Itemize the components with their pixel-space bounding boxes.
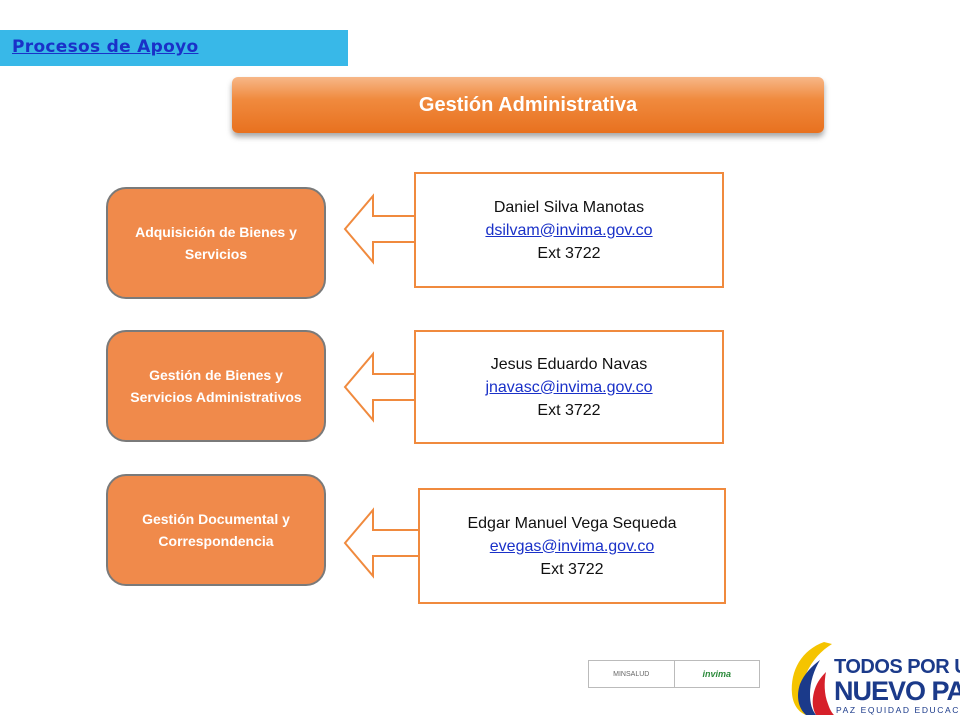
minsalud-logo-text: MINSALUD: [613, 670, 650, 678]
todos-por-un-nuevo-pais-logo: TODOS POR UN NUEVO PAÍS PAZ EQUIDAD EDUC…: [784, 638, 960, 716]
header-title: Gestión Administrativa: [418, 93, 638, 116]
process-box-documental: Gestión Documental y Correspondencia: [106, 474, 326, 586]
invima-logo: invima: [673, 661, 760, 687]
slogan-line3: PAZ EQUIDAD EDUCACIÓN: [836, 705, 960, 715]
contact-name: Edgar Manuel Vega Sequeda: [467, 514, 677, 532]
contact-email-link[interactable]: jnavasc@invima.gov.co: [485, 378, 653, 396]
contact-name: Daniel Silva Manotas: [493, 198, 645, 216]
contact-extension: Ext 3722: [537, 401, 601, 419]
invima-logo-text: invima: [702, 669, 731, 679]
slogan-line1: TODOS POR UN: [834, 656, 960, 678]
slogan-line2: NUEVO PAÍS: [834, 676, 960, 706]
process-label: Gestión de Bienes y Servicios Administra…: [130, 367, 302, 405]
colombia-swirl-icon: [791, 642, 834, 715]
contact-email-link[interactable]: dsilvam@invima.gov.co: [485, 221, 653, 239]
contact-box: Edgar Manuel Vega Sequeda evegas@invima.…: [418, 488, 726, 604]
partner-logos-strip: MINSALUD invima: [588, 660, 760, 688]
contact-email-link[interactable]: evegas@invima.gov.co: [489, 537, 655, 555]
contact-extension: Ext 3722: [540, 560, 604, 578]
left-arrow-icon: [343, 507, 429, 579]
process-label: Gestión Documental y Correspondencia: [142, 511, 290, 549]
contact-box: Daniel Silva Manotas dsilvam@invima.gov.…: [414, 172, 724, 288]
contact-box: Jesus Eduardo Navas jnavasc@invima.gov.c…: [414, 330, 724, 444]
process-label: Adquisición de Bienes y Servicios: [135, 224, 297, 262]
process-box-adquisicion: Adquisición de Bienes y Servicios: [106, 187, 326, 299]
process-box-bienes-servicios: Gestión de Bienes y Servicios Administra…: [106, 330, 326, 442]
contact-extension: Ext 3722: [537, 244, 601, 262]
section-title-link[interactable]: Procesos de Apoyo: [12, 37, 199, 57]
contact-name: Jesus Eduardo Navas: [490, 355, 648, 373]
section-bar: Procesos de Apoyo: [0, 30, 348, 66]
main-header: Gestión Administrativa: [232, 77, 824, 133]
minsalud-logo: MINSALUD: [589, 661, 674, 687]
